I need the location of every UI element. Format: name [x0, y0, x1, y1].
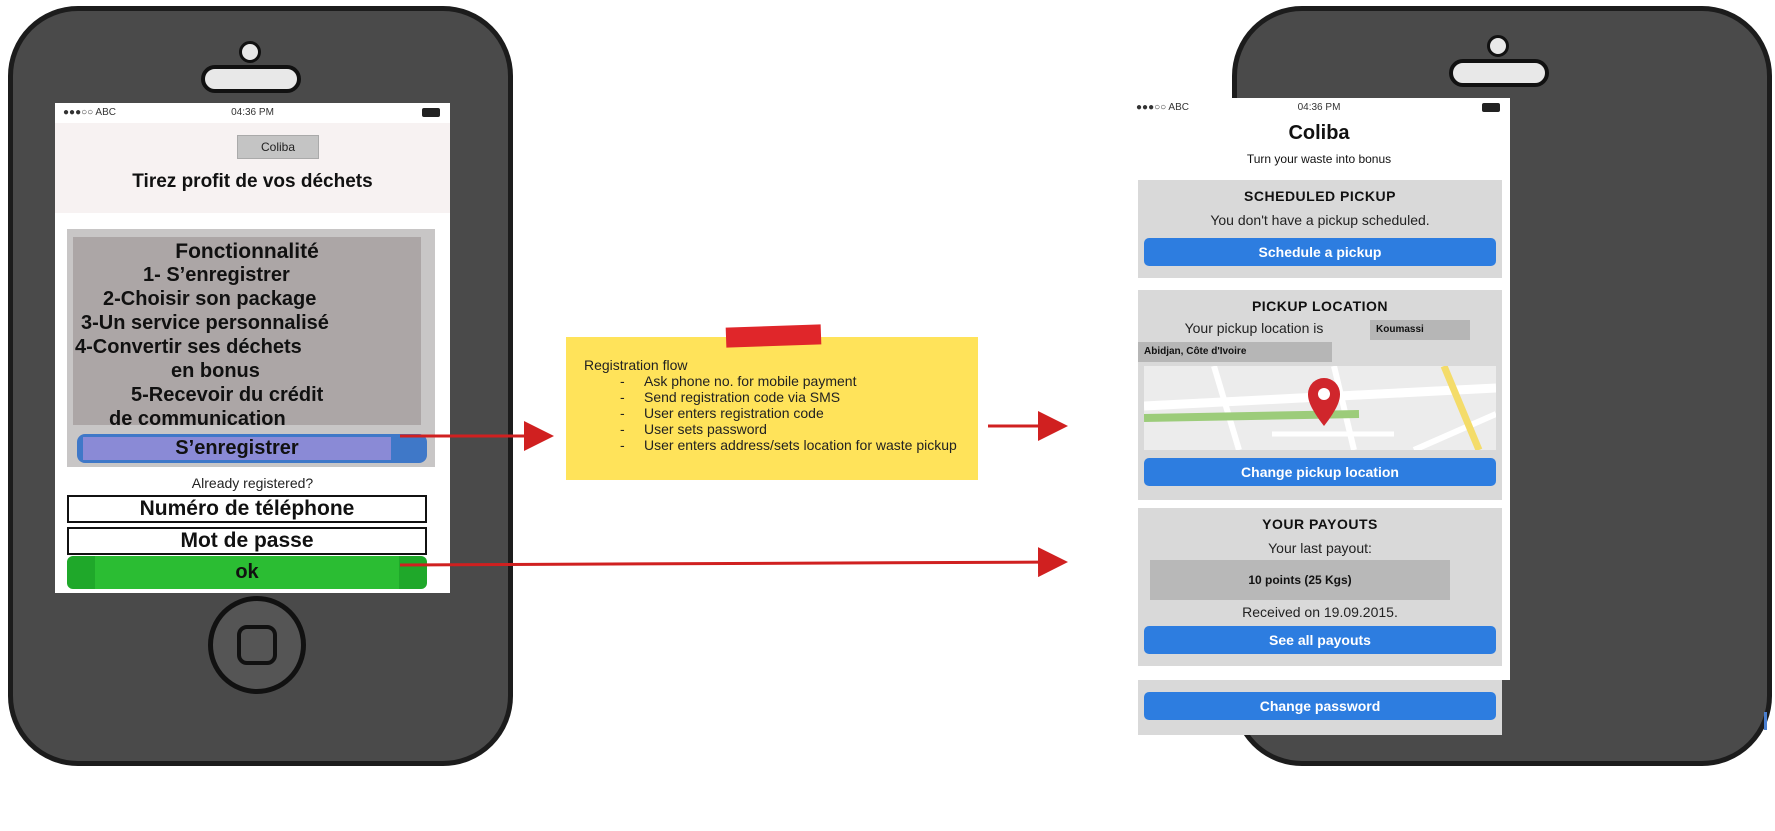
already-registered-label: Already registered? [191, 475, 314, 491]
left-phone-screen: ●●●○○ ABC 04:36 PM Coliba Tirez profit d… [55, 103, 450, 593]
pickup-city: Koumassi [1370, 320, 1470, 340]
features-title: Fonctionnalité [175, 240, 319, 263]
feature-line: 4-Convertir ses déchets [75, 336, 302, 358]
scheduled-pickup-heading: SCHEDULED PICKUP [1244, 188, 1396, 204]
pickup-region: Abidjan, Côte d'Ivoire [1138, 342, 1332, 362]
register-button[interactable]: S’enregistrer [77, 434, 427, 463]
pickup-location-text: Your pickup location is [1184, 320, 1324, 336]
speaker-grille [1449, 59, 1549, 87]
note-title: Registration flow [584, 357, 688, 373]
note-item: User enters registration code [594, 405, 974, 421]
feature-line: 2-Choisir son package [103, 288, 317, 310]
feature-line: 1- S’enregistrer [143, 264, 290, 286]
pickup-location-card: PICKUP LOCATION Your pickup location is … [1138, 290, 1502, 500]
note-list: Ask phone no. for mobile payment Send re… [594, 373, 974, 453]
location-pin-icon [1308, 378, 1340, 426]
camera-icon [239, 41, 261, 63]
scheduled-pickup-text: You don't have a pickup scheduled. [1210, 212, 1430, 228]
arrow-ok-to-dashboard [399, 547, 1068, 578]
pickup-location-heading: PICKUP LOCATION [1251, 298, 1389, 314]
home-button-icon [208, 596, 306, 694]
right-phone-screen: ●●●○○ ABC 04:36 PM Coliba Turn your wast… [1128, 98, 1510, 666]
payout-amount: 10 points (25 Kgs) [1150, 560, 1450, 600]
camera-icon [1487, 35, 1509, 57]
feature-line: en bonus [171, 360, 260, 382]
schedule-pickup-button[interactable]: Schedule a pickup [1144, 238, 1496, 266]
payouts-text: Your last payout: [1268, 540, 1372, 556]
clock: 04:36 PM [1297, 102, 1341, 113]
ok-button[interactable]: ok [67, 556, 427, 589]
scheduled-pickup-card: SCHEDULED PICKUP You don't have a pickup… [1138, 180, 1502, 278]
see-all-payouts-button[interactable]: See all payouts [1144, 626, 1496, 654]
payouts-heading: YOUR PAYOUTS [1262, 516, 1378, 532]
feature-line: 3-Un service personnalisé [81, 312, 329, 334]
note-item: User sets password [594, 421, 974, 437]
status-bar: ●●●○○ ABC 04:36 PM [1128, 98, 1510, 118]
note-item: Send registration code via SMS [594, 389, 974, 405]
speaker-grille [201, 65, 301, 93]
app-title: Coliba [1288, 122, 1350, 144]
app-name: Coliba [237, 135, 319, 159]
battery-icon [1482, 103, 1500, 112]
app-subtitle: Turn your waste into bonus [1246, 152, 1392, 166]
carrier-label: ●●●○○ ABC [1136, 102, 1189, 113]
left-phone-frame: ●●●○○ ABC 04:36 PM Coliba Tirez profit d… [8, 6, 513, 766]
carrier-label: ●●●○○ ABC [63, 107, 116, 118]
feature-line: de communication [109, 408, 286, 430]
change-password-button[interactable]: Change password [1144, 692, 1496, 720]
app-header: Coliba Tirez profit de vos déchets [55, 123, 450, 213]
register-button-label: S’enregistrer [83, 437, 391, 460]
feature-line: 5-Recevoir du crédit [131, 384, 324, 406]
password-field[interactable]: Mot de passe [67, 527, 427, 555]
note-item: User enters address/sets location for wa… [594, 437, 974, 453]
change-pickup-location-button[interactable]: Change pickup location [1144, 458, 1496, 486]
payouts-card: YOUR PAYOUTS Your last payout: 10 points… [1138, 508, 1502, 666]
change-password-card: Change password [1138, 680, 1502, 735]
features-box: Fonctionnalité 1- S’enregistrer 2-Choisi… [73, 237, 421, 430]
battery-icon [422, 108, 440, 117]
map-preview [1144, 366, 1496, 450]
registration-flow-note: Registration flow Ask phone no. for mobi… [566, 337, 978, 480]
note-item: Ask phone no. for mobile payment [594, 373, 974, 389]
status-bar: ●●●○○ ABC 04:36 PM [55, 103, 450, 123]
payout-received-date: Received on 19.09.2015. [1242, 604, 1398, 620]
ok-button-label: ok [95, 556, 399, 589]
clock: 04:36 PM [231, 107, 274, 118]
features-panel: Fonctionnalité 1- S’enregistrer 2-Choisi… [67, 229, 435, 467]
phone-number-field[interactable]: Numéro de téléphone [67, 495, 427, 523]
screen-gap [1128, 666, 1510, 680]
app-tagline: Tirez profit de vos déchets [132, 171, 373, 192]
edge-mark [1764, 712, 1767, 730]
